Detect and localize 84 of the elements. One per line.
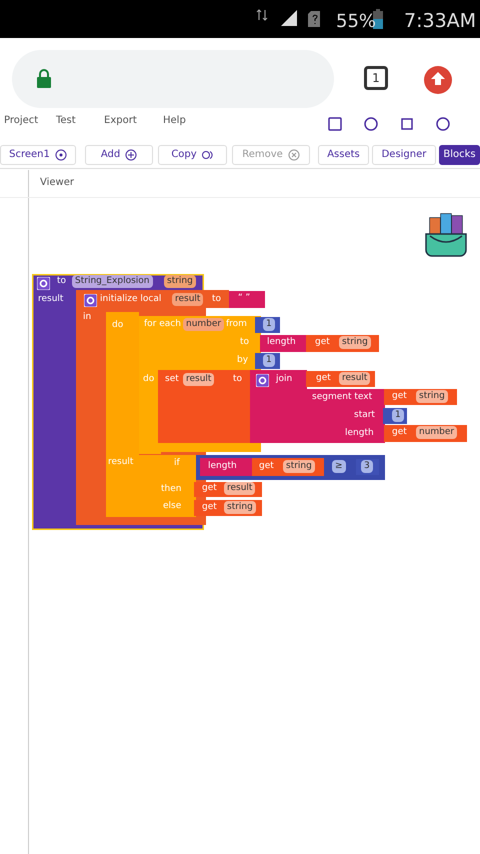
menu-item: Test: [56, 115, 76, 126]
block-label: result: [108, 456, 134, 469]
toolbar-button: Remove: [232, 145, 310, 165]
block-label: to: [233, 373, 242, 386]
block-label: from: [226, 318, 247, 331]
code-block: [229, 291, 265, 308]
block-label: segment text: [312, 391, 372, 404]
block-label: result: [38, 293, 64, 306]
tab-count-button: 1: [364, 66, 388, 90]
toolbar-button: Copy: [158, 145, 227, 165]
block-label: then: [161, 483, 182, 496]
block-label: length: [345, 427, 374, 440]
block-label: “ ”: [238, 292, 250, 305]
code-block: [356, 459, 379, 475]
code-block: [250, 370, 307, 443]
field-pill: string: [339, 336, 371, 349]
block-label: initialize local: [100, 293, 162, 306]
block-label: get: [316, 372, 331, 385]
block-label: get: [202, 482, 217, 495]
block-label: to: [212, 293, 222, 306]
block-label: do: [112, 319, 124, 332]
block-label: get: [392, 426, 407, 439]
block-label: set: [165, 373, 179, 386]
field-pill: result: [224, 482, 256, 495]
menu-item: Help: [163, 115, 186, 126]
block-label: get: [315, 336, 330, 349]
block-label: to: [240, 336, 250, 349]
field-pill: 3: [361, 460, 373, 473]
field-pill: 1: [392, 409, 404, 422]
block-label: get: [392, 390, 407, 403]
block-label: by: [237, 354, 248, 367]
block-label: do: [143, 373, 154, 386]
code-block: [260, 335, 307, 352]
field-pill: number: [416, 426, 458, 439]
code-block: [384, 389, 457, 405]
code-block: [255, 317, 280, 333]
field-pill: result: [183, 373, 214, 386]
active-tab: Blocks: [439, 145, 480, 165]
field-pill: result: [172, 293, 204, 306]
toolbar-button: Add: [85, 145, 153, 165]
status-text: 7:33AM: [404, 10, 476, 32]
code-block: [158, 370, 252, 443]
block-label: join: [276, 373, 292, 386]
block-label: to: [57, 275, 66, 288]
code-block: [139, 455, 196, 517]
toolbar-button: Screen1: [0, 145, 76, 165]
code-block: [194, 500, 262, 516]
block-label: in: [83, 311, 92, 324]
block-label: get: [259, 460, 274, 473]
field-pill: ≥: [332, 460, 346, 473]
code-block: [194, 482, 262, 497]
code-block: [306, 371, 375, 387]
field-pill: number: [183, 318, 224, 331]
block-label: if: [174, 457, 180, 470]
tab: Designer: [372, 145, 436, 165]
code-block: [139, 316, 261, 454]
field-pill: string: [283, 460, 315, 473]
block-label: for each: [144, 318, 181, 331]
field-pill: 1: [263, 354, 275, 367]
field-pill: String_Explosion: [72, 275, 152, 288]
panel-title: Viewer: [40, 177, 74, 188]
tab: Assets: [318, 145, 369, 165]
menu-item: Export: [104, 115, 137, 126]
field-pill: string: [224, 501, 256, 514]
block-label: start: [354, 409, 375, 422]
code-block: [255, 353, 280, 369]
status-text: 55%: [336, 11, 376, 32]
code-block: [306, 335, 379, 352]
menu-item: Project: [4, 115, 38, 126]
field-pill: result: [339, 372, 370, 385]
block-label: length: [267, 336, 296, 349]
code-block: [305, 389, 385, 443]
code-block: [196, 455, 385, 480]
block-label: else: [163, 500, 182, 513]
code-block: [200, 458, 252, 476]
code-block: [383, 408, 407, 424]
block-label: get: [202, 501, 217, 514]
field-pill: string: [164, 275, 196, 288]
code-block: [384, 425, 467, 442]
field-pill: 1: [263, 318, 275, 331]
block-label: length: [208, 460, 237, 473]
code-block: [252, 458, 324, 476]
code-block: [106, 312, 139, 517]
field-pill: string: [416, 390, 448, 403]
